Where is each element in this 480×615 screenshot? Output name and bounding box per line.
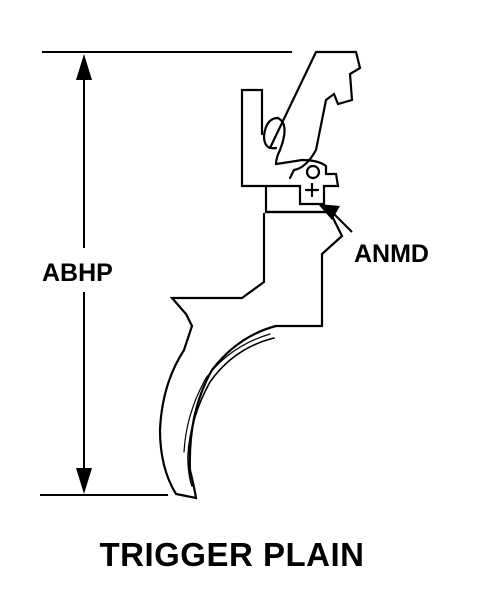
callout-leader (318, 204, 353, 233)
trigger-blade-inner-curve-2 (183, 333, 271, 453)
trigger-sear-arm (268, 50, 362, 180)
trigger-part (158, 50, 362, 500)
height-dimension-line (76, 54, 92, 494)
trigger-upper-block (240, 88, 340, 206)
callout-arrow-icon (318, 204, 340, 220)
dimension-arrow-up-icon (76, 54, 92, 80)
adjustment-screw-icon (304, 182, 320, 198)
callout-label: ANMD (354, 240, 429, 268)
height-dimension-label: ABHP (42, 259, 113, 287)
pin-circle (305, 164, 321, 180)
trigger-body (158, 184, 344, 500)
diagram-title: TRIGGER PLAIN (99, 536, 364, 573)
trigger-blade-inner-curve (187, 337, 275, 487)
dimension-arrow-down-icon (76, 468, 92, 494)
